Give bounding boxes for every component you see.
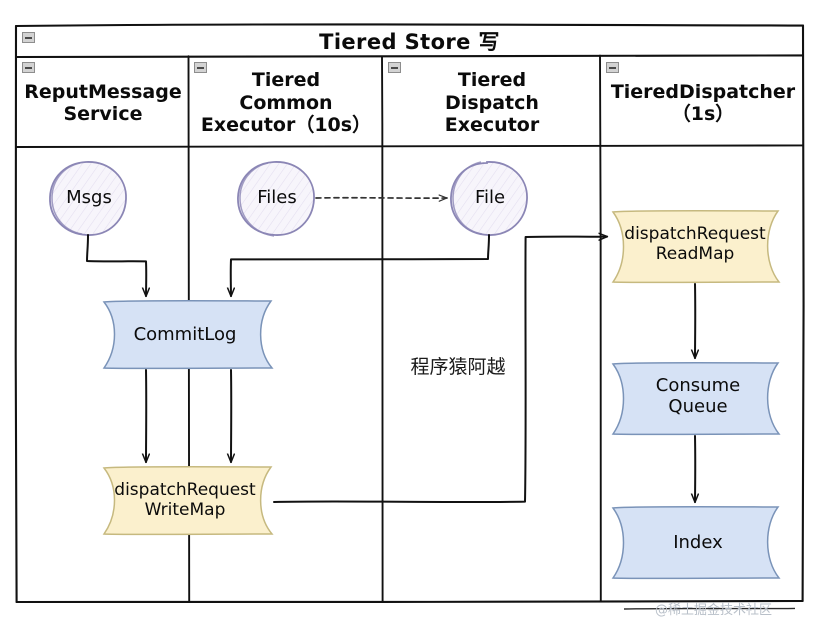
lane-header-rule	[15, 144, 804, 148]
edge-writemap-to-readmap	[273, 237, 607, 504]
node-readmap[interactable]	[611, 210, 781, 284]
pool-title: Tiered Store 写	[319, 29, 500, 54]
node-label-index: Index	[673, 532, 723, 554]
lane-title-dispatch: Tiered Dispatch Executor	[444, 69, 540, 137]
collapse-icon-lane-dispatcher[interactable]	[606, 62, 619, 73]
lane-title-dispatcher: TieredDispatcher （1s）	[610, 80, 796, 125]
collapse-icon-lane-common[interactable]	[194, 62, 207, 73]
watermark-corner: @稀土掘金技术社区	[655, 603, 773, 619]
watermark-center: 程序猿阿越	[410, 355, 506, 378]
node-label-writemap: dispatchRequest WriteMap	[114, 479, 256, 520]
node-writemap[interactable]	[102, 466, 274, 536]
pool-frame	[14, 23, 805, 604]
edge-file-to-commitlog	[231, 234, 490, 296]
node-consumequeue[interactable]	[611, 362, 781, 436]
corner-rule	[623, 607, 796, 610]
node-index[interactable]	[611, 506, 781, 580]
node-label-msgs: Msgs	[66, 187, 112, 209]
lane-divider-2	[381, 55, 384, 603]
node-commitlog[interactable]	[102, 300, 274, 370]
collapse-icon-lane-reput[interactable]	[22, 62, 35, 73]
node-label-files: Files	[257, 187, 297, 209]
lane-title-reput: ReputMessage Service	[24, 80, 182, 125]
node-file[interactable]	[450, 161, 528, 236]
node-label-commitlog: CommitLog	[133, 324, 237, 346]
collapse-icon-lane-dispatch[interactable]	[388, 62, 401, 73]
lane-title-common: Tiered Common Executor（10s）	[200, 69, 372, 137]
edge-msgs-to-commitlog	[86, 234, 146, 296]
node-label-readmap: dispatchRequest ReadMap	[624, 223, 766, 264]
collapse-icon-pool[interactable]	[22, 32, 35, 43]
node-label-consumequeue: Consume Queue	[655, 374, 741, 417]
lane-divider-3	[599, 54, 602, 603]
node-files[interactable]	[237, 161, 315, 237]
node-label-file: File	[474, 187, 506, 209]
